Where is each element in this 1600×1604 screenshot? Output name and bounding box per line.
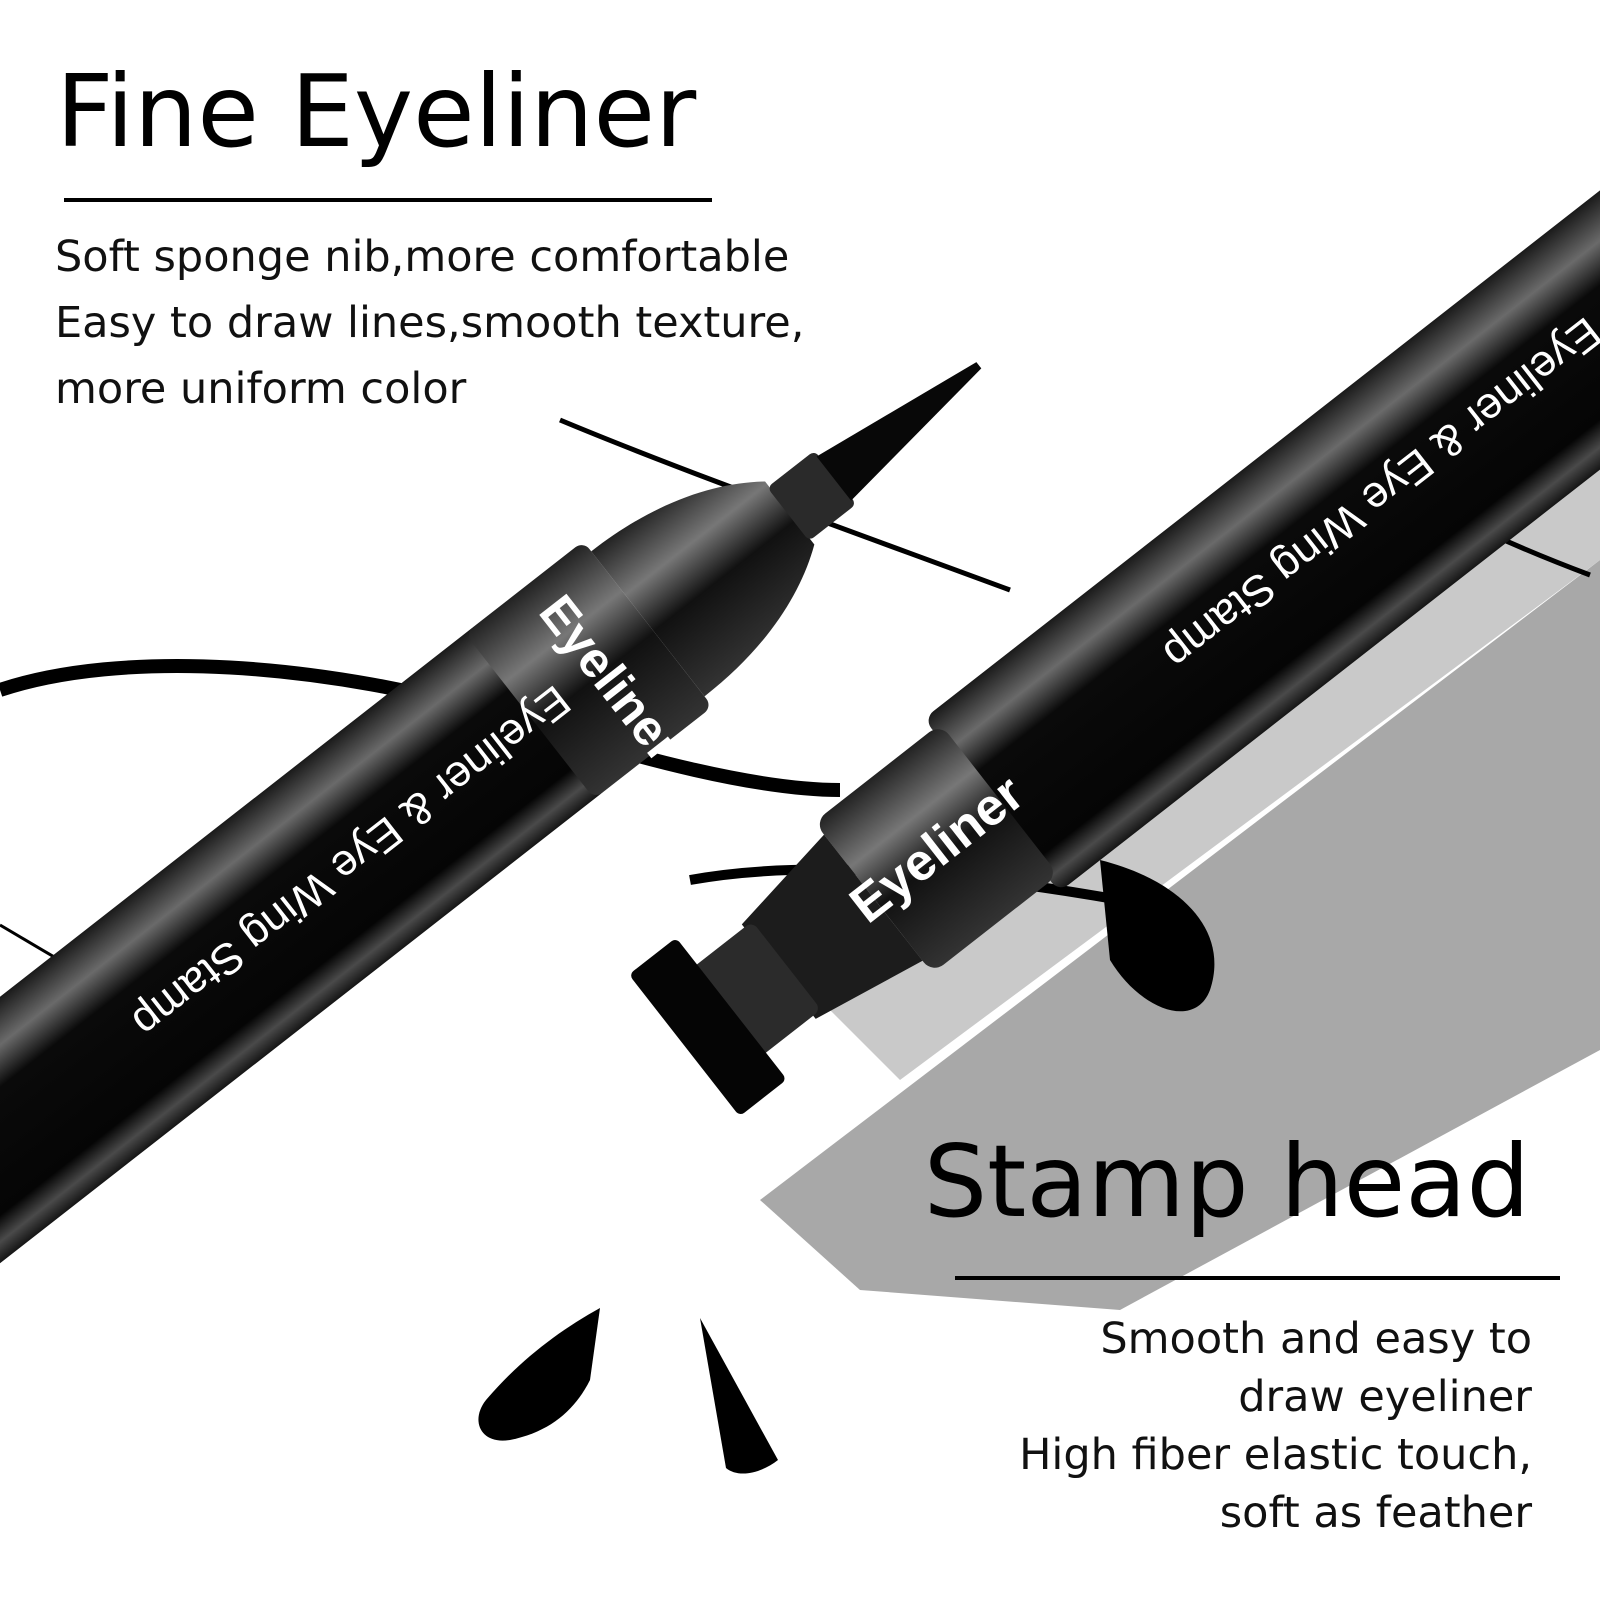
wing-imprint-right [700, 1318, 778, 1474]
fine-eyeliner-description: Soft sponge nib,more comfortable Easy to… [55, 224, 804, 422]
left-pen-collar [469, 545, 709, 795]
left-pen: Eyeliner & Eye Wing Stamp Eyeliner [0, 362, 982, 1398]
right-pen: Eyeliner & Eye Wing Stamp Eyeliner [631, 107, 1600, 1114]
ink-blob-right [1100, 860, 1215, 1012]
right-pen-neck-ring [692, 924, 818, 1056]
stamp-line-3: High fiber elastic touch, [1019, 1430, 1532, 1480]
stamp-line-1: Smooth and easy to [1100, 1314, 1532, 1364]
wing-imprint-left [478, 1308, 600, 1441]
fine-title-divider [64, 198, 712, 202]
right-pen-body [928, 107, 1600, 888]
fine-line-2: Easy to draw lines,smooth texture, [55, 298, 805, 348]
fine-eyeliner-title: Fine Eyeliner [56, 53, 697, 170]
stamp-head-title: Stamp head [923, 1123, 1530, 1240]
left-pen-body [0, 625, 606, 1398]
wing-stamp-head [631, 940, 785, 1114]
stamp-line-2: draw eyeliner [1238, 1372, 1532, 1422]
fine-line-1: Soft sponge nib,more comfortable [55, 232, 790, 282]
stamp-head-description: Smooth and easy to draw eyeliner High fi… [1019, 1310, 1532, 1542]
stamp-title-divider [955, 1276, 1560, 1280]
fine-line-3: more uniform color [55, 364, 467, 414]
left-pen-cone [591, 481, 815, 697]
stamp-line-4: soft as feather [1219, 1488, 1532, 1538]
fine-felt-tip [816, 362, 982, 501]
right-pen-collar [819, 729, 1053, 968]
